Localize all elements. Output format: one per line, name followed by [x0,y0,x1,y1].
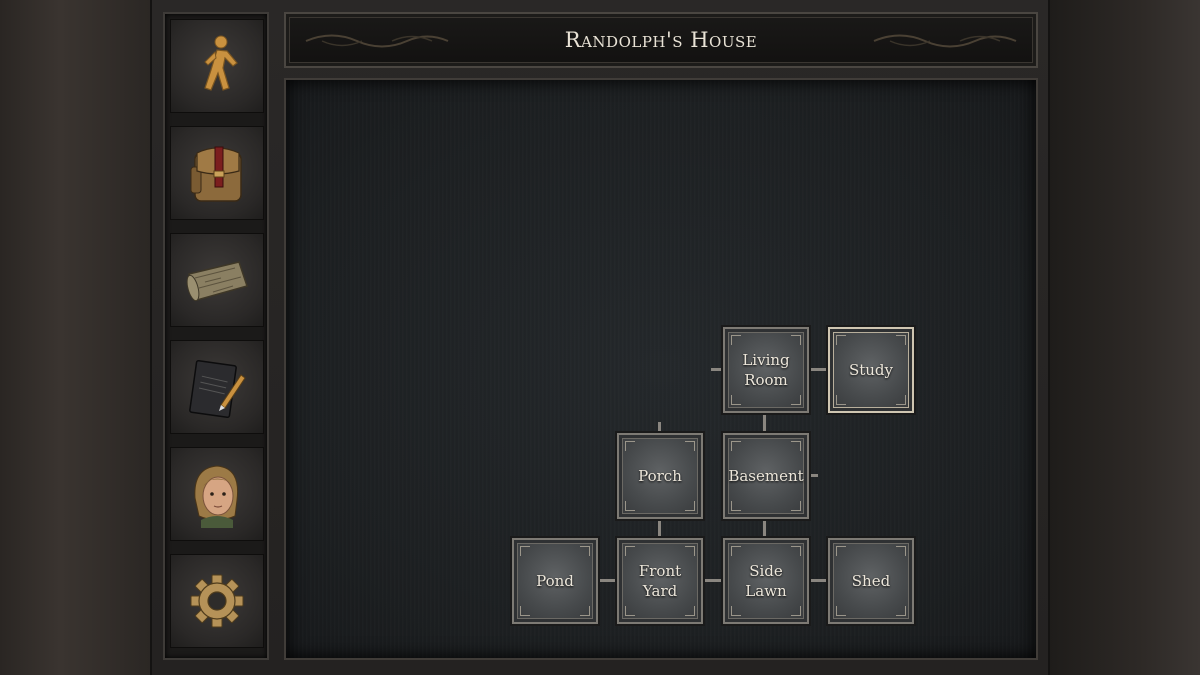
ornament-right-icon [873,34,1017,48]
connector-living-room-west-stub [711,368,723,371]
connector-front-yard-side-lawn [702,579,723,582]
character-button[interactable] [170,447,264,541]
connector-pond-front-yard [597,579,618,582]
map-button[interactable] [170,233,264,327]
room-shed[interactable]: Shed [828,538,914,624]
connector-basement-east-stub [808,474,818,477]
room-living-room[interactable]: Living Room [723,327,809,413]
room-front-yard[interactable]: Front Yard [617,538,703,624]
location-title: Randolph's House [564,28,758,52]
walking-figure-icon [204,35,238,91]
settings-button[interactable] [170,554,264,648]
room-pond[interactable]: Pond [512,538,598,624]
sidebar [163,12,269,660]
room-porch[interactable]: Porch [617,433,703,519]
connector-side-lawn-shed [808,579,829,582]
connector-basement-side-lawn [763,518,766,539]
gear-icon [190,574,244,628]
connector-living-room-basement [763,412,766,434]
location-header: Randolph's House [284,12,1038,68]
inventory-button[interactable] [170,126,264,220]
ornament-left-icon [305,34,449,48]
room-label: Side Lawn [745,562,787,600]
room-label: Pond [536,572,574,590]
journal-pen-icon [189,359,246,419]
room-label: Shed [851,572,891,590]
room-label: Living Room [742,351,790,389]
character-portrait-icon [194,465,239,528]
connector-living-room-study [808,368,829,371]
room-label: Front Yard [638,562,682,600]
walk-button[interactable] [170,19,264,113]
backpack-icon [190,146,242,202]
room-label: Porch [638,467,682,485]
background-right-edge [1048,0,1200,675]
connector-porch-north-stub [658,422,661,434]
room-label: Basement [728,467,804,485]
room-label: Study [848,361,894,379]
map-scroll-icon [186,261,248,302]
journal-button[interactable] [170,340,264,434]
room-basement[interactable]: Basement [723,433,809,519]
connector-porch-front-yard [658,518,661,539]
room-side-lawn[interactable]: Side Lawn [723,538,809,624]
background-left-edge [0,0,150,675]
room-study[interactable]: Study [828,327,914,413]
